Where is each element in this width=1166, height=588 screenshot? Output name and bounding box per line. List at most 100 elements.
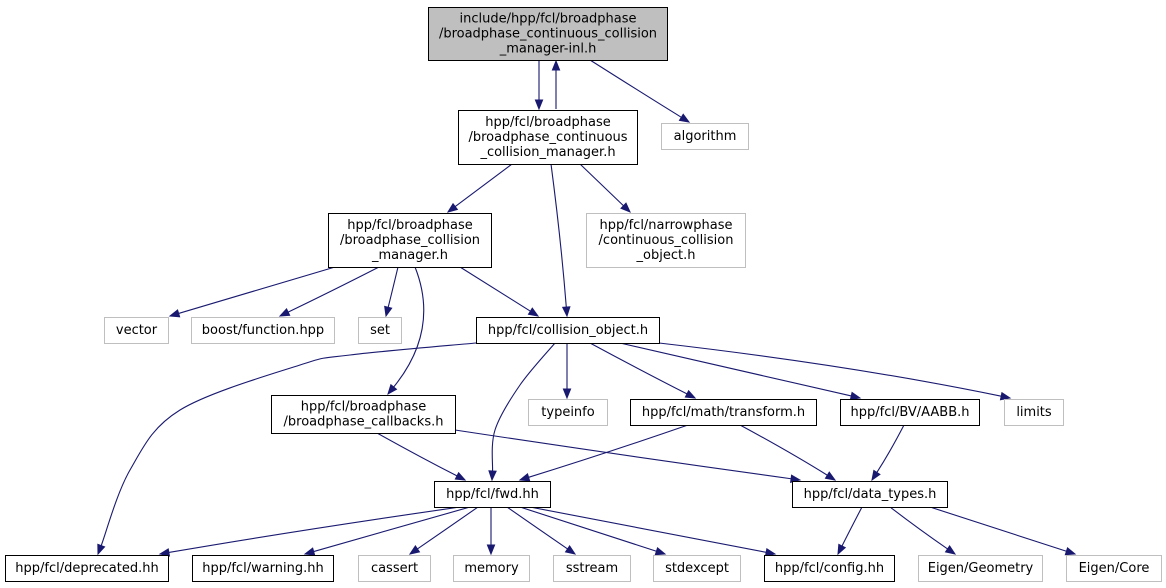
node-box <box>840 399 980 426</box>
node-config[interactable]: hpp/fcl/config.hh <box>764 555 895 582</box>
node-vector: vector <box>104 317 169 344</box>
node-ccm[interactable]: hpp/fcl/broadphase/broadphase_continuous… <box>458 110 638 165</box>
arrowhead-icon <box>446 202 459 213</box>
edge-line <box>491 342 556 472</box>
edge-aabb-to-datatypes <box>871 424 905 482</box>
edge-fwd-to-cassert <box>408 506 479 555</box>
edge-bcm-to-colobj <box>459 266 540 317</box>
node-limits: limits <box>1004 399 1064 426</box>
edge-line <box>168 506 461 554</box>
edge-line <box>417 506 479 550</box>
node-colobj[interactable]: hpp/fcl/collision_object.h <box>476 317 660 344</box>
node-box <box>553 555 631 582</box>
edge-fwd-to-config <box>529 506 777 557</box>
node-label-line: /broadphase_continuous_collision <box>439 27 657 42</box>
node-label-line: _manager-inl.h <box>499 42 597 57</box>
edge-colobj-to-aabb <box>619 342 862 401</box>
node-box <box>428 7 668 61</box>
edge-line <box>376 432 458 477</box>
node-label-line: hpp/fcl/config.hh <box>775 561 884 576</box>
node-box <box>528 399 608 426</box>
edge-line <box>589 342 688 395</box>
arrowhead-icon <box>562 388 572 400</box>
edge-line <box>589 59 682 118</box>
arrowhead-icon <box>764 547 777 557</box>
edge-line <box>100 342 477 546</box>
edge-line <box>619 342 852 397</box>
edge-line <box>876 424 905 473</box>
edge-ccm-to-root <box>551 59 561 109</box>
arrowhead-icon <box>999 391 1012 401</box>
node-stdexcept: stdexcept <box>653 555 741 582</box>
edge-line <box>313 506 471 553</box>
node-datatypes[interactable]: hpp/fcl/data_types.h <box>792 481 948 508</box>
edge-root-to-algorithm <box>589 59 691 123</box>
node-boostfn: boost/function.hpp <box>191 317 335 344</box>
node-deprecated[interactable]: hpp/fcl/deprecated.hh <box>5 555 169 582</box>
arrowhead-icon <box>837 543 847 556</box>
edge-line <box>459 266 531 312</box>
node-label-line: hpp/fcl/broadphase <box>301 400 427 415</box>
node-box <box>271 395 456 434</box>
node-label-line: hpp/fcl/collision_object.h <box>488 323 648 338</box>
node-box <box>1004 399 1064 426</box>
edge-colobj-to-fwd <box>488 342 556 482</box>
node-transform[interactable]: hpp/fcl/math/transform.h <box>630 399 817 426</box>
arrowhead-icon <box>944 545 957 555</box>
node-box <box>918 555 1043 582</box>
edge-line <box>454 429 792 480</box>
arrowhead-icon <box>387 383 398 396</box>
node-box <box>476 317 660 344</box>
node-label-line: stdexcept <box>665 561 729 576</box>
node-warning[interactable]: hpp/fcl/warning.hh <box>192 555 334 582</box>
edge-bcm-to-set <box>384 266 399 318</box>
node-box <box>661 123 749 150</box>
node-box <box>191 317 335 344</box>
node-box <box>586 213 746 268</box>
node-label-line: hpp/fcl/warning.hh <box>202 561 324 576</box>
node-typeinfo: typeinfo <box>528 399 608 426</box>
node-label-line: boost/function.hpp <box>202 323 324 338</box>
node-label-line: include/hpp/fcl/broadphase <box>459 12 636 27</box>
node-label-line: _object.h <box>636 248 696 263</box>
edge-line <box>393 266 425 388</box>
node-label-line: /continuous_collision <box>599 233 734 248</box>
edge-line <box>929 506 1067 552</box>
node-label-line: hpp/fcl/deprecated.hh <box>15 561 158 576</box>
node-callbacks[interactable]: hpp/fcl/broadphase/broadphase_callbacks.… <box>271 395 456 434</box>
node-label-line: cassert <box>371 561 418 576</box>
edge-line <box>506 506 568 550</box>
node-algorithm: algorithm <box>661 123 749 150</box>
node-label-line: hpp/fcl/narrowphase <box>599 218 732 233</box>
edge-root-to-ccm <box>534 59 544 111</box>
arrowhead-icon <box>486 544 496 556</box>
edge-line <box>550 163 567 308</box>
arrowhead-icon <box>278 307 291 317</box>
node-memory: memory <box>453 555 530 582</box>
edge-bcm-to-boostfn <box>278 266 380 317</box>
edge-datatypes-to-eigencore <box>929 506 1077 556</box>
edge-line <box>529 506 767 553</box>
edges-layer <box>97 59 1077 557</box>
edge-line <box>739 424 828 476</box>
node-eigencore: Eigen/Core <box>1066 555 1162 582</box>
arrowhead-icon <box>303 547 316 556</box>
node-root[interactable]: include/hpp/fcl/broadphase/broadphase_co… <box>428 7 668 61</box>
node-box <box>630 399 817 426</box>
node-label-line: Eigen/Geometry <box>928 561 1034 576</box>
node-label-line: hpp/fcl/BV/AABB.h <box>851 405 970 420</box>
node-label-line: sstream <box>566 561 618 576</box>
node-box <box>653 555 741 582</box>
node-fwd[interactable]: hpp/fcl/fwd.hh <box>434 481 551 508</box>
node-label-line: memory <box>464 561 519 576</box>
node-box <box>358 555 431 582</box>
arrowhead-icon <box>561 306 571 318</box>
node-box <box>792 481 948 508</box>
node-aabb[interactable]: hpp/fcl/BV/AABB.h <box>840 399 980 426</box>
node-bcm[interactable]: hpp/fcl/broadphase/broadphase_collision_… <box>328 213 492 268</box>
arrowhead-icon <box>684 389 697 399</box>
edge-transform-to-datatypes <box>739 424 837 481</box>
edge-colobj-to-deprecated <box>97 342 477 556</box>
edge-line <box>841 506 863 547</box>
